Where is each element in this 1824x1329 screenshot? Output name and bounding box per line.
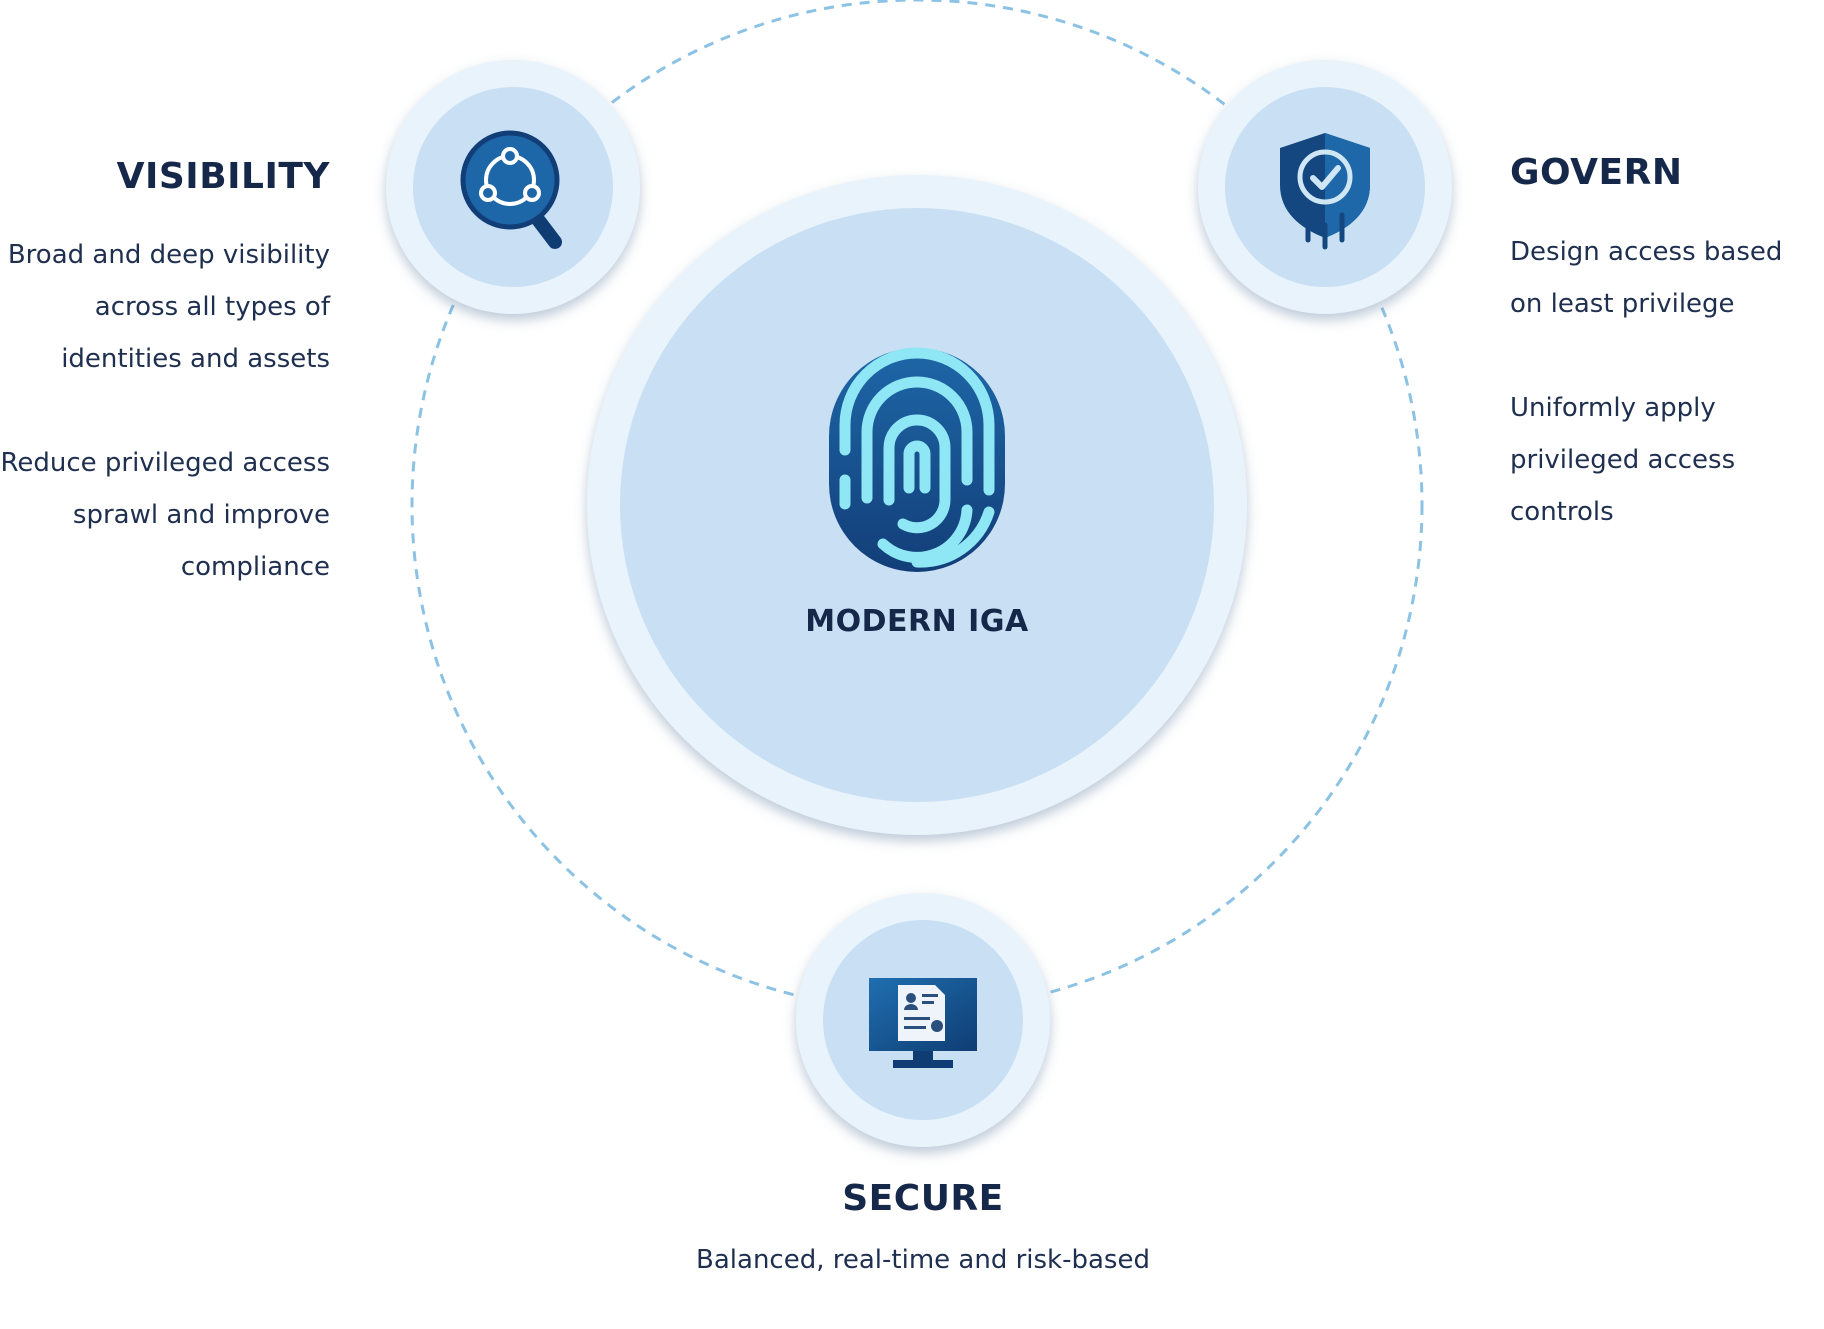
govern-point: Uniformly apply privileged access contro… — [1510, 393, 1736, 527]
diagram-canvas — [386, 0, 1452, 1147]
visibility-point: Broad and deep visibility across all typ… — [7, 240, 330, 374]
secure-points: Balanced, real-time and risk-based — [623, 1243, 1223, 1329]
visibility-title: VISIBILITY — [116, 156, 330, 197]
shield-check-icon — [1280, 133, 1370, 250]
fingerprint-icon — [829, 347, 1005, 572]
secure-point: Balanced, real-time and risk-based — [696, 1245, 1150, 1275]
visibility-point: Reduce privileged access sprawl and impr… — [0, 448, 330, 582]
center-label: MODERN IGA — [805, 604, 1029, 639]
govern-points: Design access based on least privilege U… — [1510, 226, 1810, 590]
govern-point: Design access based on least privilege — [1510, 237, 1783, 319]
search-network-icon — [460, 130, 562, 249]
visibility-points: Broad and deep visibility across all typ… — [0, 229, 330, 645]
secure-title: SECURE — [842, 1178, 1004, 1219]
monitor-document-icon — [869, 978, 977, 1068]
govern-title: GOVERN — [1510, 152, 1683, 193]
